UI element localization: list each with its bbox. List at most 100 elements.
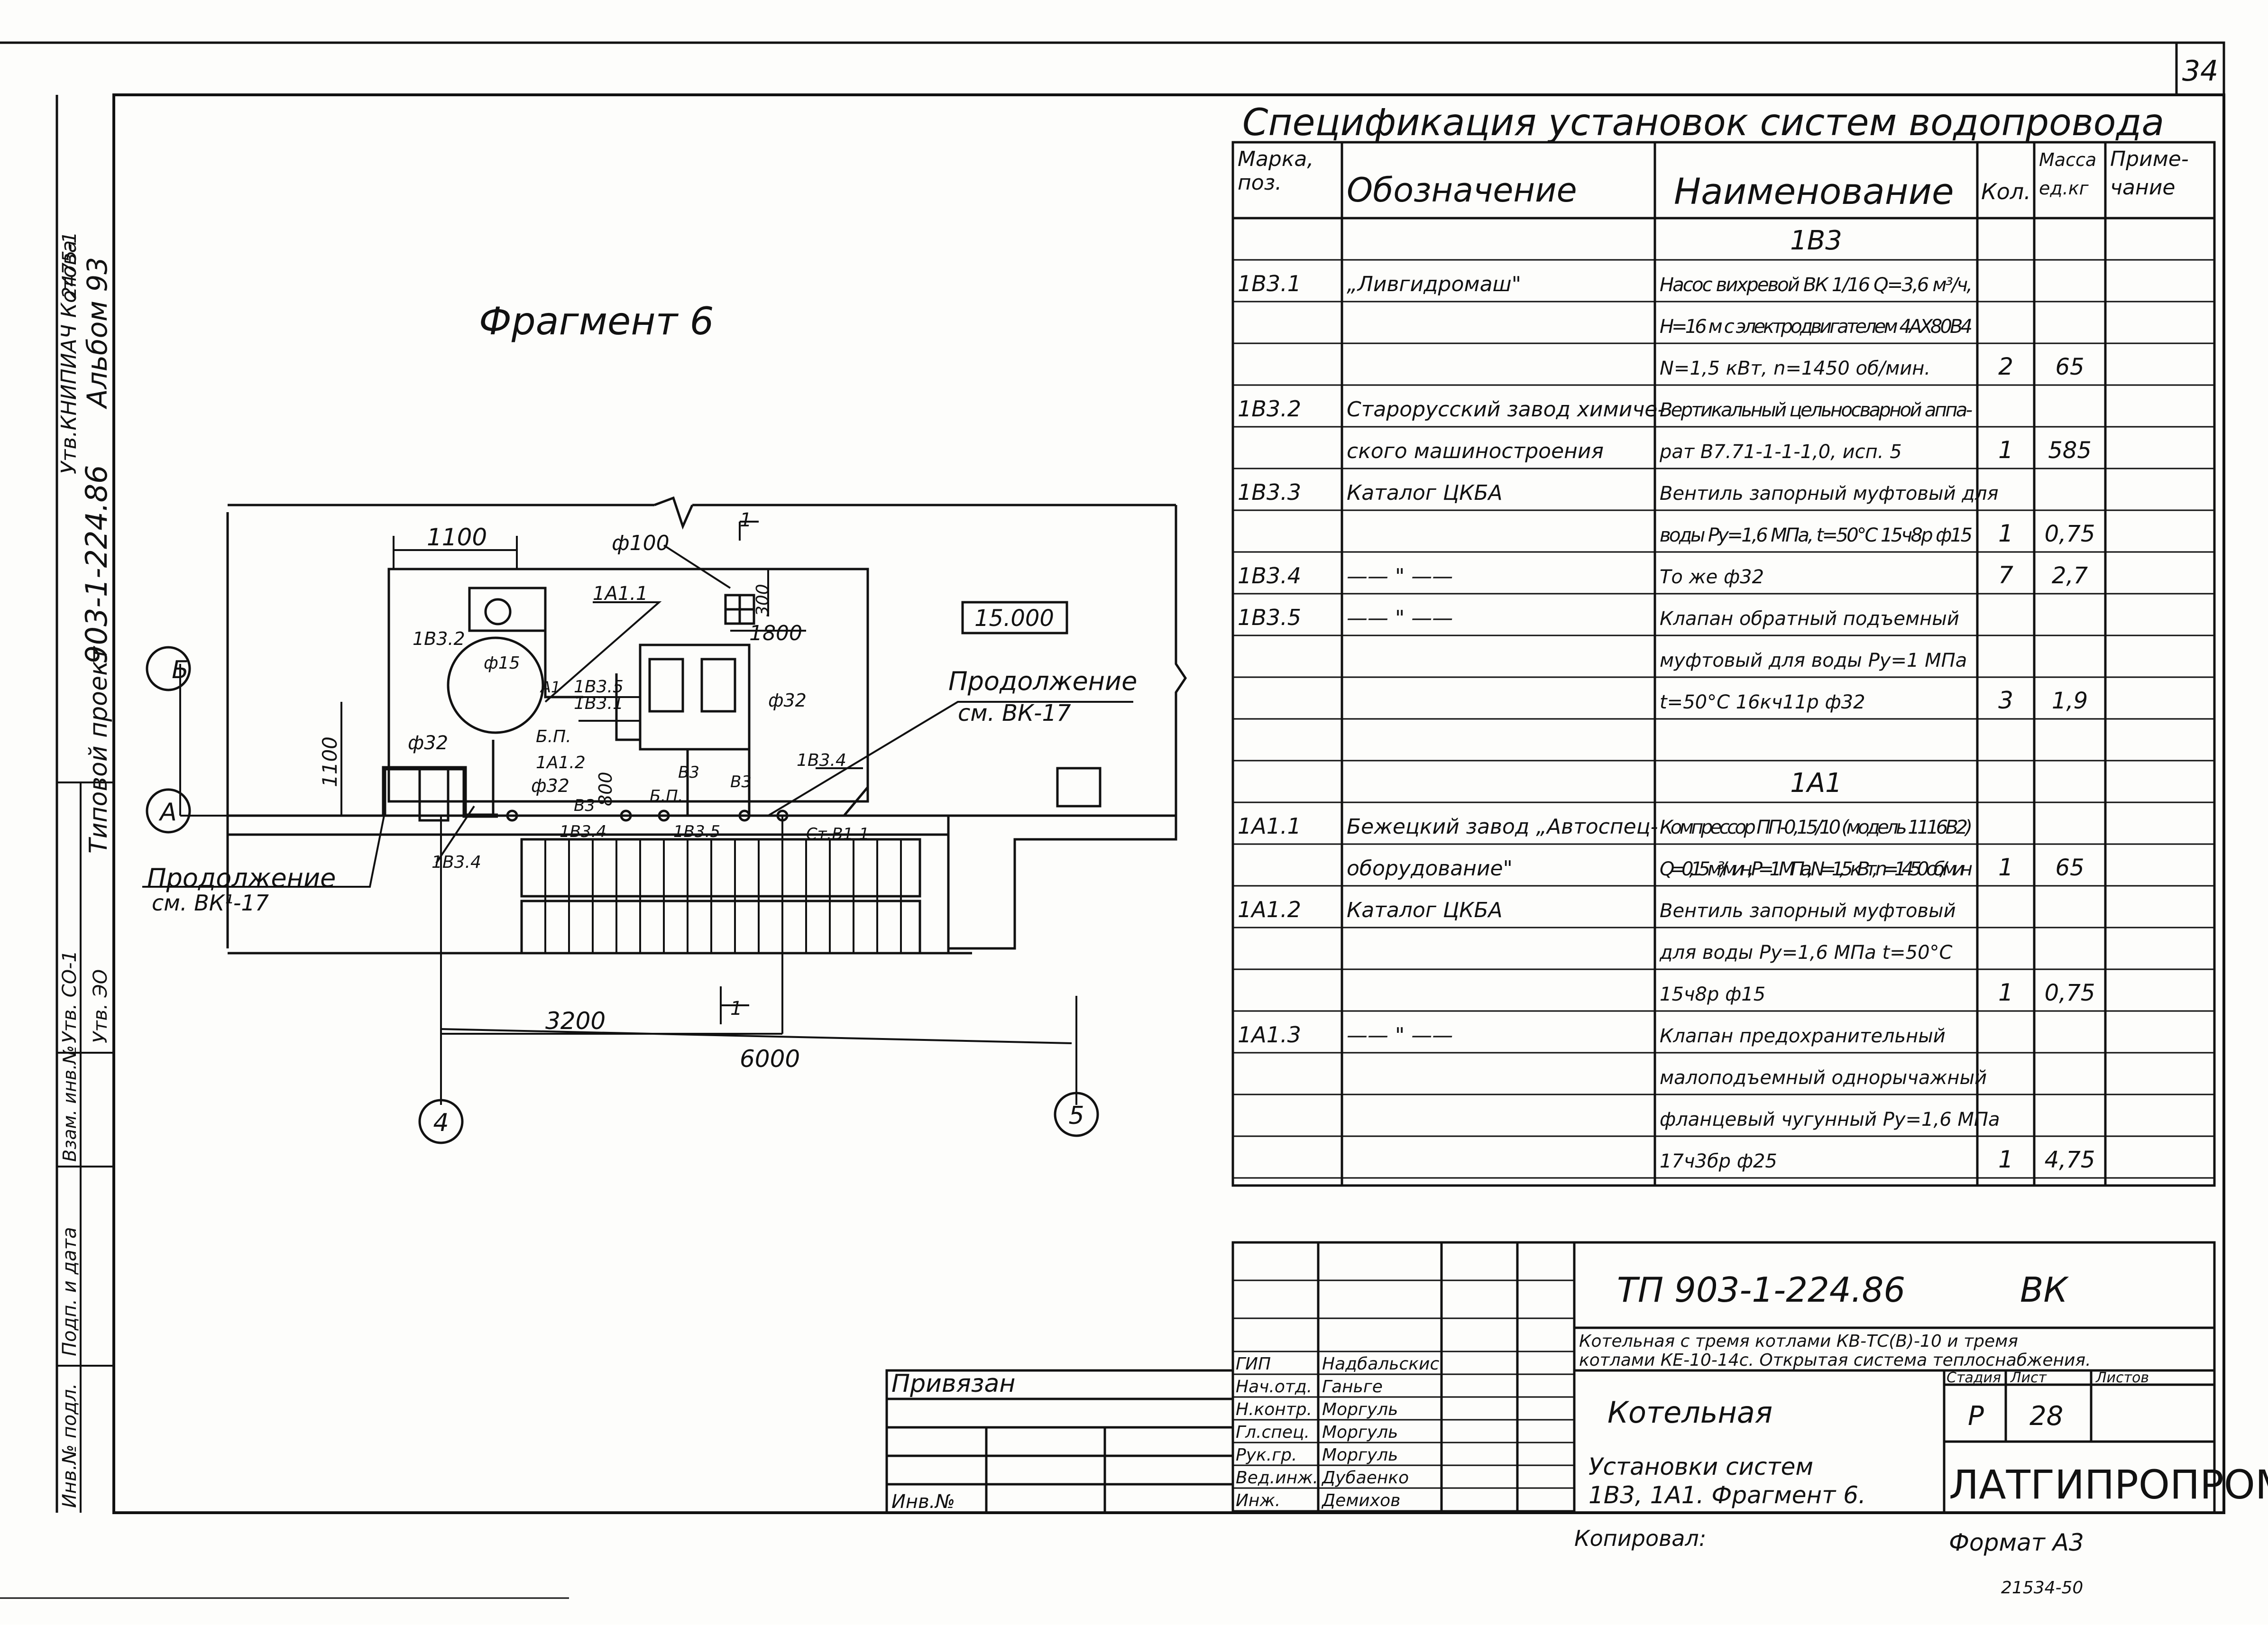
page-number: 34 xyxy=(2182,55,2218,88)
spec-cell-designation: „Ливгидромаш" xyxy=(1347,272,1521,296)
spec-cell-name: Q=0,15 м³/мин, Р=1 МПа, N=1,5 кВт, n=145… xyxy=(1660,858,1973,880)
spec-cell-name: фланцевый чугунный Ру=1,6 МПа xyxy=(1660,1109,2000,1131)
section-mark-top: 1 xyxy=(740,509,752,531)
spec-cell-mass: 4,75 xyxy=(2045,1147,2095,1173)
axis-bubbles xyxy=(146,601,1099,1144)
tag-v3-a: В3 xyxy=(574,796,595,815)
building-outline xyxy=(226,496,1187,955)
tag-1v3-4-b: 1В3.4 xyxy=(560,822,606,841)
tag-st-v1-1: Ст.В1-1 xyxy=(806,825,869,844)
spec-cell-name: Клапан обратный подъемный xyxy=(1660,608,1959,630)
object-line-2: котлами КЕ-10-14с. Открытая система тепл… xyxy=(1579,1351,2091,1370)
side-stamp-0: Утв.КНИПИАЧ Котова xyxy=(57,240,81,474)
hdr-mark-1: Марка, xyxy=(1238,147,1313,171)
spec-table: Спецификация установок систем водопровод… xyxy=(1231,101,2216,1187)
tag-1v3-1: 1В3.1 xyxy=(574,694,624,713)
tag-1v3-4-a: 1В3.4 xyxy=(797,751,846,770)
spec-cell-qty: 1 xyxy=(1998,979,2013,1006)
dim-3200: 3200 xyxy=(545,1007,606,1035)
side-stamp-1: Утв. СО-1 xyxy=(59,950,81,1043)
spec-cell-mark: 1В3.1 xyxy=(1238,271,1301,296)
spec-cell-designation: Бежецкий завод „Автоспец- xyxy=(1347,815,1658,839)
staff-name: Дубаенко xyxy=(1321,1468,1409,1488)
spec-cell-name: для воды Ру=1,6 МПа t=50°С xyxy=(1659,942,1953,964)
spec-cell-name: 15ч8р ф15 xyxy=(1660,984,1765,1005)
pipe-100-label: ф100 xyxy=(612,531,670,555)
hdr-qty: Кол. xyxy=(1981,179,2031,204)
spec-cell-designation: ского машиностроения xyxy=(1347,439,1604,463)
tag-a1: А1 xyxy=(540,678,560,696)
spec-cell-designation: —— " —— xyxy=(1347,1023,1453,1048)
building-name: Котельная xyxy=(1607,1395,1772,1430)
hdr-mass-1: Масса xyxy=(2039,149,2096,170)
tag-1a1-2: 1А1.2 xyxy=(536,753,586,772)
copy-note: Копировал: xyxy=(1574,1526,1706,1551)
side-stamp-3: Взам. инв.№ xyxy=(59,1045,80,1162)
spec-cell-qty: 1 xyxy=(1998,520,2013,547)
spec-cell-mark: 1В3.4 xyxy=(1238,563,1301,588)
spec-cell-name: малоподъемный однорычажный xyxy=(1660,1067,1987,1089)
spec-cell-mark: 1А1.3 xyxy=(1238,1022,1301,1048)
bottom-note: 21534-50 xyxy=(2001,1578,2083,1598)
spec-cell-name: H=16 м с электродвигателем 4АХ80В4 xyxy=(1660,316,1973,338)
pipe-15-label: ф15 xyxy=(484,653,520,673)
spec-cell-name: муфтовый для воды Ру=1 МПа xyxy=(1660,650,1967,671)
spec-header: Марка, поз. Обозначение Наименование Кол… xyxy=(1238,147,2189,212)
spec-cell-mass: 585 xyxy=(2048,437,2092,464)
pipes-thick xyxy=(382,766,498,818)
spec-cell-qty: 7 xyxy=(1998,561,2013,589)
spec-cell-name: То же ф32 xyxy=(1660,566,1764,588)
staff-role: Нач.отд. xyxy=(1236,1377,1312,1397)
spec-cell-name: 1В3 xyxy=(1790,225,1842,256)
tag-1v3-5: 1В3.5 xyxy=(574,677,624,697)
staff-role: Н.контр. xyxy=(1236,1400,1312,1419)
spec-cell-mark: 1А1.2 xyxy=(1238,897,1301,922)
spec-cell-name: N=1,5 кВт, n=1450 об/мин. xyxy=(1660,358,1930,379)
sheet-label: Лист xyxy=(2010,1370,2048,1386)
hdr-note-2: чание xyxy=(2110,175,2175,200)
spec-cell-qty: 1 xyxy=(1998,436,2013,464)
side-inv-small: 2475-1 xyxy=(59,231,81,299)
dimension-lines xyxy=(179,521,1077,1105)
dim-300: 300 xyxy=(753,584,772,616)
staff-name: Моргуль xyxy=(1322,1445,1398,1465)
spec-cell-name: воды Ру=1,6 МПа, t=50°С 15ч8р ф15 xyxy=(1660,524,1973,546)
staff-name: Моргуль xyxy=(1322,1400,1398,1419)
spec-cell-qty: 3 xyxy=(1998,687,2013,714)
spec-cell-designation: —— " —— xyxy=(1347,606,1453,630)
spec-cell-mark: 1В3.3 xyxy=(1238,479,1301,505)
axis-4-label: 4 xyxy=(433,1109,449,1137)
staff-name: Демихов xyxy=(1321,1491,1400,1510)
spec-row-lines xyxy=(1233,259,2214,1179)
staff-role: Инж. xyxy=(1236,1491,1280,1510)
hdr-note-1: Приме- xyxy=(2110,147,2189,171)
project-stamp: 903-1-224.86 xyxy=(79,465,114,664)
level-mark: 15.000 xyxy=(974,605,1054,632)
sheets-label: Листов xyxy=(2095,1370,2149,1386)
doc-mark: ВК xyxy=(2020,1270,2069,1310)
inv-no-label: Инв.№ xyxy=(891,1491,955,1513)
staff-role: Вед.инж. xyxy=(1236,1468,1318,1488)
tag-1v3-2: 1В3.2 xyxy=(413,628,465,649)
privyazan-label: Привязан xyxy=(891,1370,1015,1398)
format-note: Формат А3 xyxy=(1949,1529,2084,1556)
side-stamp-2: Утв. ЭО xyxy=(90,969,111,1043)
fragment-plan: Фрагмент 6 xyxy=(142,299,1187,1144)
spec-cell-name: 17ч3бр ф25 xyxy=(1660,1150,1777,1172)
spec-cell-name: Вентиль запорный муфтовый xyxy=(1660,900,1956,922)
spec-cell-mass: 65 xyxy=(2055,354,2084,380)
hdr-designation: Обозначение xyxy=(1347,171,1577,210)
spec-cell-name: Клапан предохранительный xyxy=(1660,1025,1946,1047)
spec-cell-designation: Каталог ЦКБА xyxy=(1347,898,1503,922)
sheet-title-1: Установки систем xyxy=(1589,1453,1813,1480)
spec-cell-mass: 1,9 xyxy=(2052,688,2088,714)
sheet-title-2: 1В3, 1А1. Фрагмент 6. xyxy=(1589,1481,1866,1509)
spec-title: Спецификация установок систем водопровод… xyxy=(1242,101,2164,144)
continuation-right: Продолжение xyxy=(948,666,1137,696)
tag-1a1-1: 1А1.1 xyxy=(593,583,648,605)
tag-bp-1: Б.П. xyxy=(536,727,571,746)
stage-value: Р xyxy=(1968,1401,1984,1432)
